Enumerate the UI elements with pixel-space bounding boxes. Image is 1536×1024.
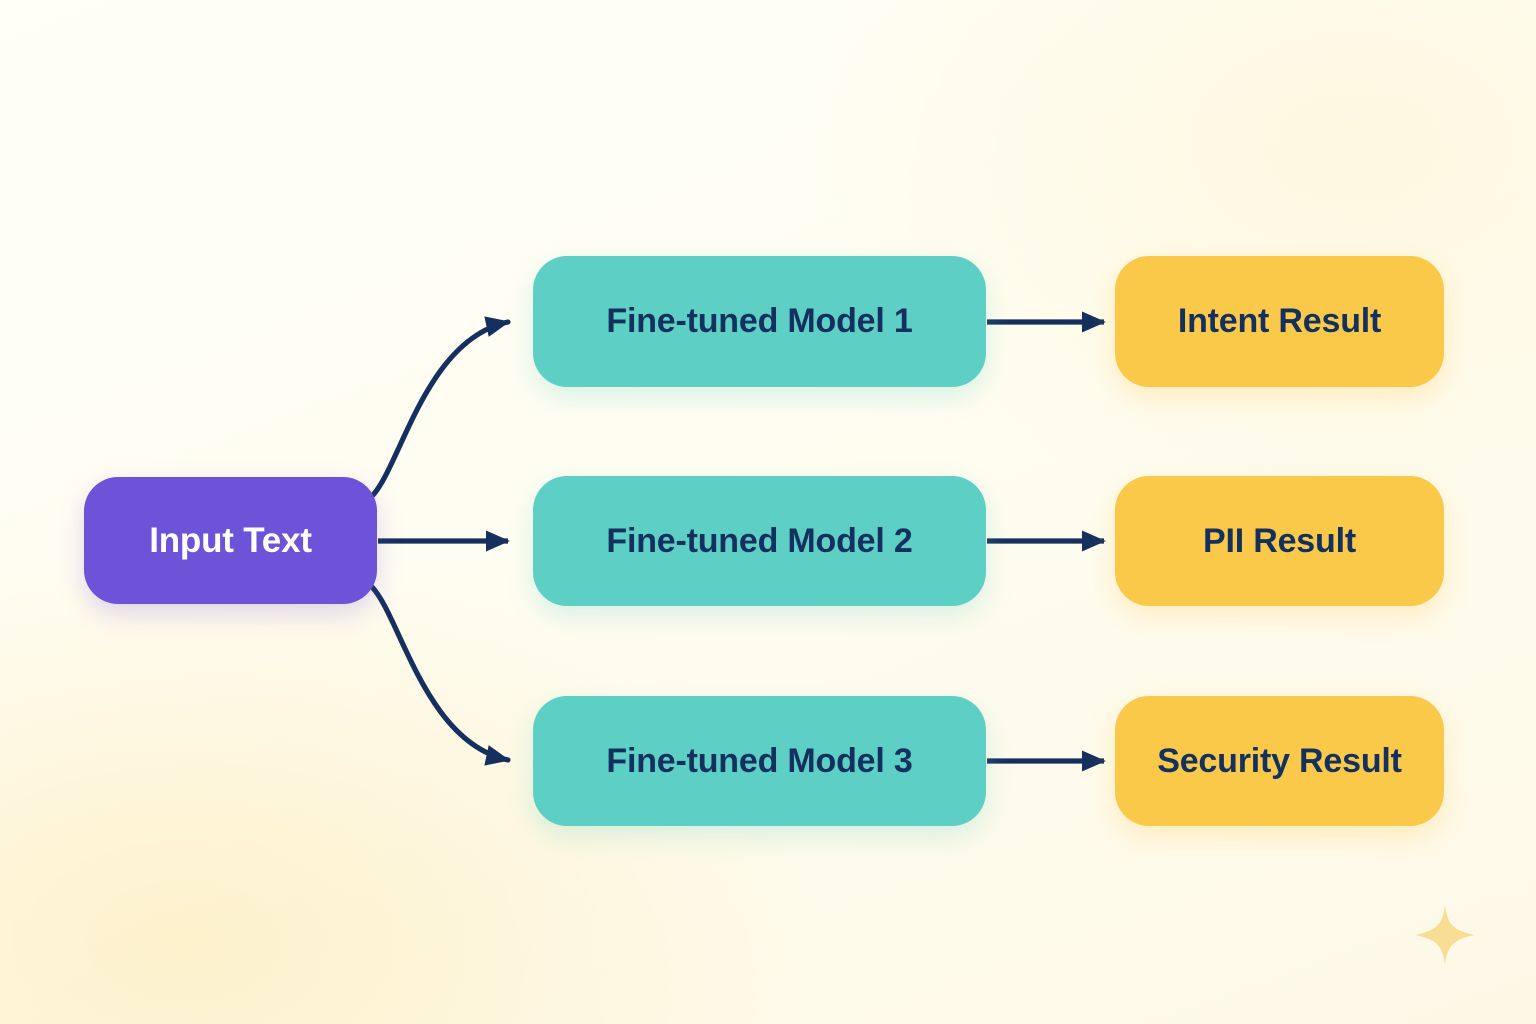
node-model-2[interactable]: Fine-tuned Model 2 [533,476,986,606]
node-security-result[interactable]: Security Result [1115,696,1444,826]
edge-input-model3 [368,583,511,766]
node-model-1[interactable]: Fine-tuned Model 1 [533,256,986,387]
node-label: Fine-tuned Model 3 [606,741,913,780]
node-label: Intent Result [1177,302,1382,340]
node-label: Input Text [149,520,312,560]
node-input-text[interactable]: Input Text [84,477,377,604]
node-label: Fine-tuned Model 1 [606,302,913,340]
edge-input-model1 [368,316,511,500]
node-pii-result[interactable]: PII Result [1115,476,1444,606]
node-model-3[interactable]: Fine-tuned Model 3 [533,696,986,826]
node-label: PII Result [1203,521,1356,560]
node-label: Security Result [1157,741,1402,780]
node-label: Fine-tuned Model 2 [606,521,913,560]
sparkle-icon [1415,905,1475,965]
node-intent-result[interactable]: Intent Result [1115,256,1444,387]
